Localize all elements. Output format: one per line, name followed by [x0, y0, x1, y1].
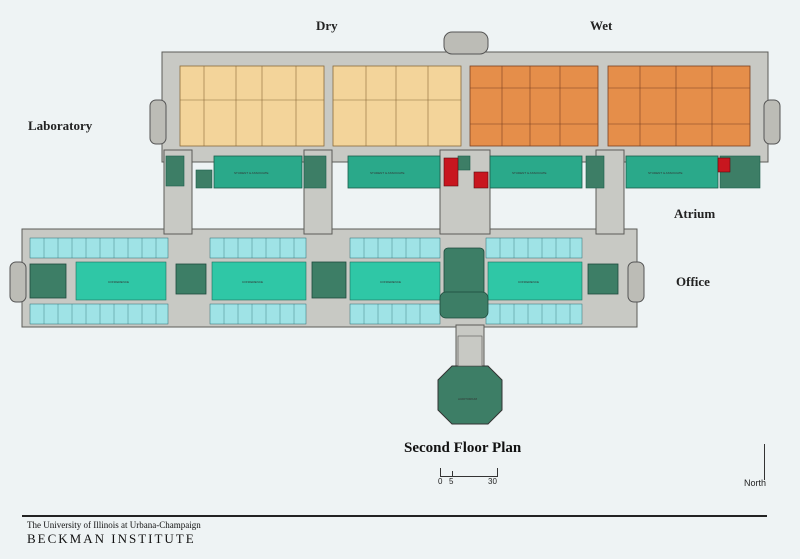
university-name: The University of Illinois — [27, 520, 119, 530]
scale-thirty: 30 — [488, 477, 497, 486]
svg-text:CONFERENCE: CONFERENCE — [518, 280, 539, 284]
office-cores — [29, 247, 619, 319]
north-label: North — [743, 478, 766, 488]
wet-labs — [469, 65, 751, 147]
office-label: Office — [676, 274, 710, 289]
svg-text:CONFERENCE: CONFERENCE — [242, 280, 263, 284]
svg-text:AUDITORIUM: AUDITORIUM — [458, 397, 477, 401]
svg-text:STUDENT & ASSOCIATE: STUDENT & ASSOCIATE — [370, 171, 405, 175]
scale-bar: 0 5 30 — [436, 468, 506, 490]
rotunda — [437, 335, 503, 425]
stair-bays — [9, 31, 781, 303]
laboratory-label: Laboratory — [28, 118, 93, 133]
scale-zero: 0 — [438, 477, 443, 486]
svg-text:CONFERENCE: CONFERENCE — [380, 280, 401, 284]
office-open-areas — [75, 261, 583, 301]
footer-divider — [22, 515, 767, 517]
university-location: at Urbana-Champaign — [118, 520, 201, 530]
office-room-dividers — [43, 238, 571, 324]
wet-lab-walls — [470, 66, 750, 146]
atrium-label: Atrium — [674, 206, 716, 221]
scale-five: 5 — [449, 477, 454, 486]
north-arrow-icon: North — [740, 444, 770, 488]
dry-label: Dry — [316, 18, 338, 33]
atrium-service — [165, 155, 761, 189]
svg-text:STUDENT & ASSOCIATE: STUDENT & ASSOCIATE — [234, 171, 269, 175]
university-line: The University of Illinois at Urbana-Cha… — [27, 520, 201, 530]
red-stairs — [443, 157, 731, 189]
wet-label: Wet — [590, 18, 613, 33]
office-rooms — [29, 237, 583, 325]
plan-title: Second Floor Plan — [404, 440, 522, 456]
dry-labs — [179, 65, 462, 147]
svg-text:STUDENT & ASSOCIATE: STUDENT & ASSOCIATE — [648, 171, 683, 175]
institute-name: BECKMAN INSTITUTE — [27, 531, 196, 546]
room-tags: STUDENT & ASSOCIATE STUDENT & ASSOCIATE … — [108, 171, 683, 401]
atrium-rooms — [213, 155, 719, 189]
svg-text:STUDENT & ASSOCIATE: STUDENT & ASSOCIATE — [512, 171, 547, 175]
svg-text:CONFERENCE: CONFERENCE — [108, 280, 129, 284]
dry-lab-walls — [180, 66, 461, 146]
